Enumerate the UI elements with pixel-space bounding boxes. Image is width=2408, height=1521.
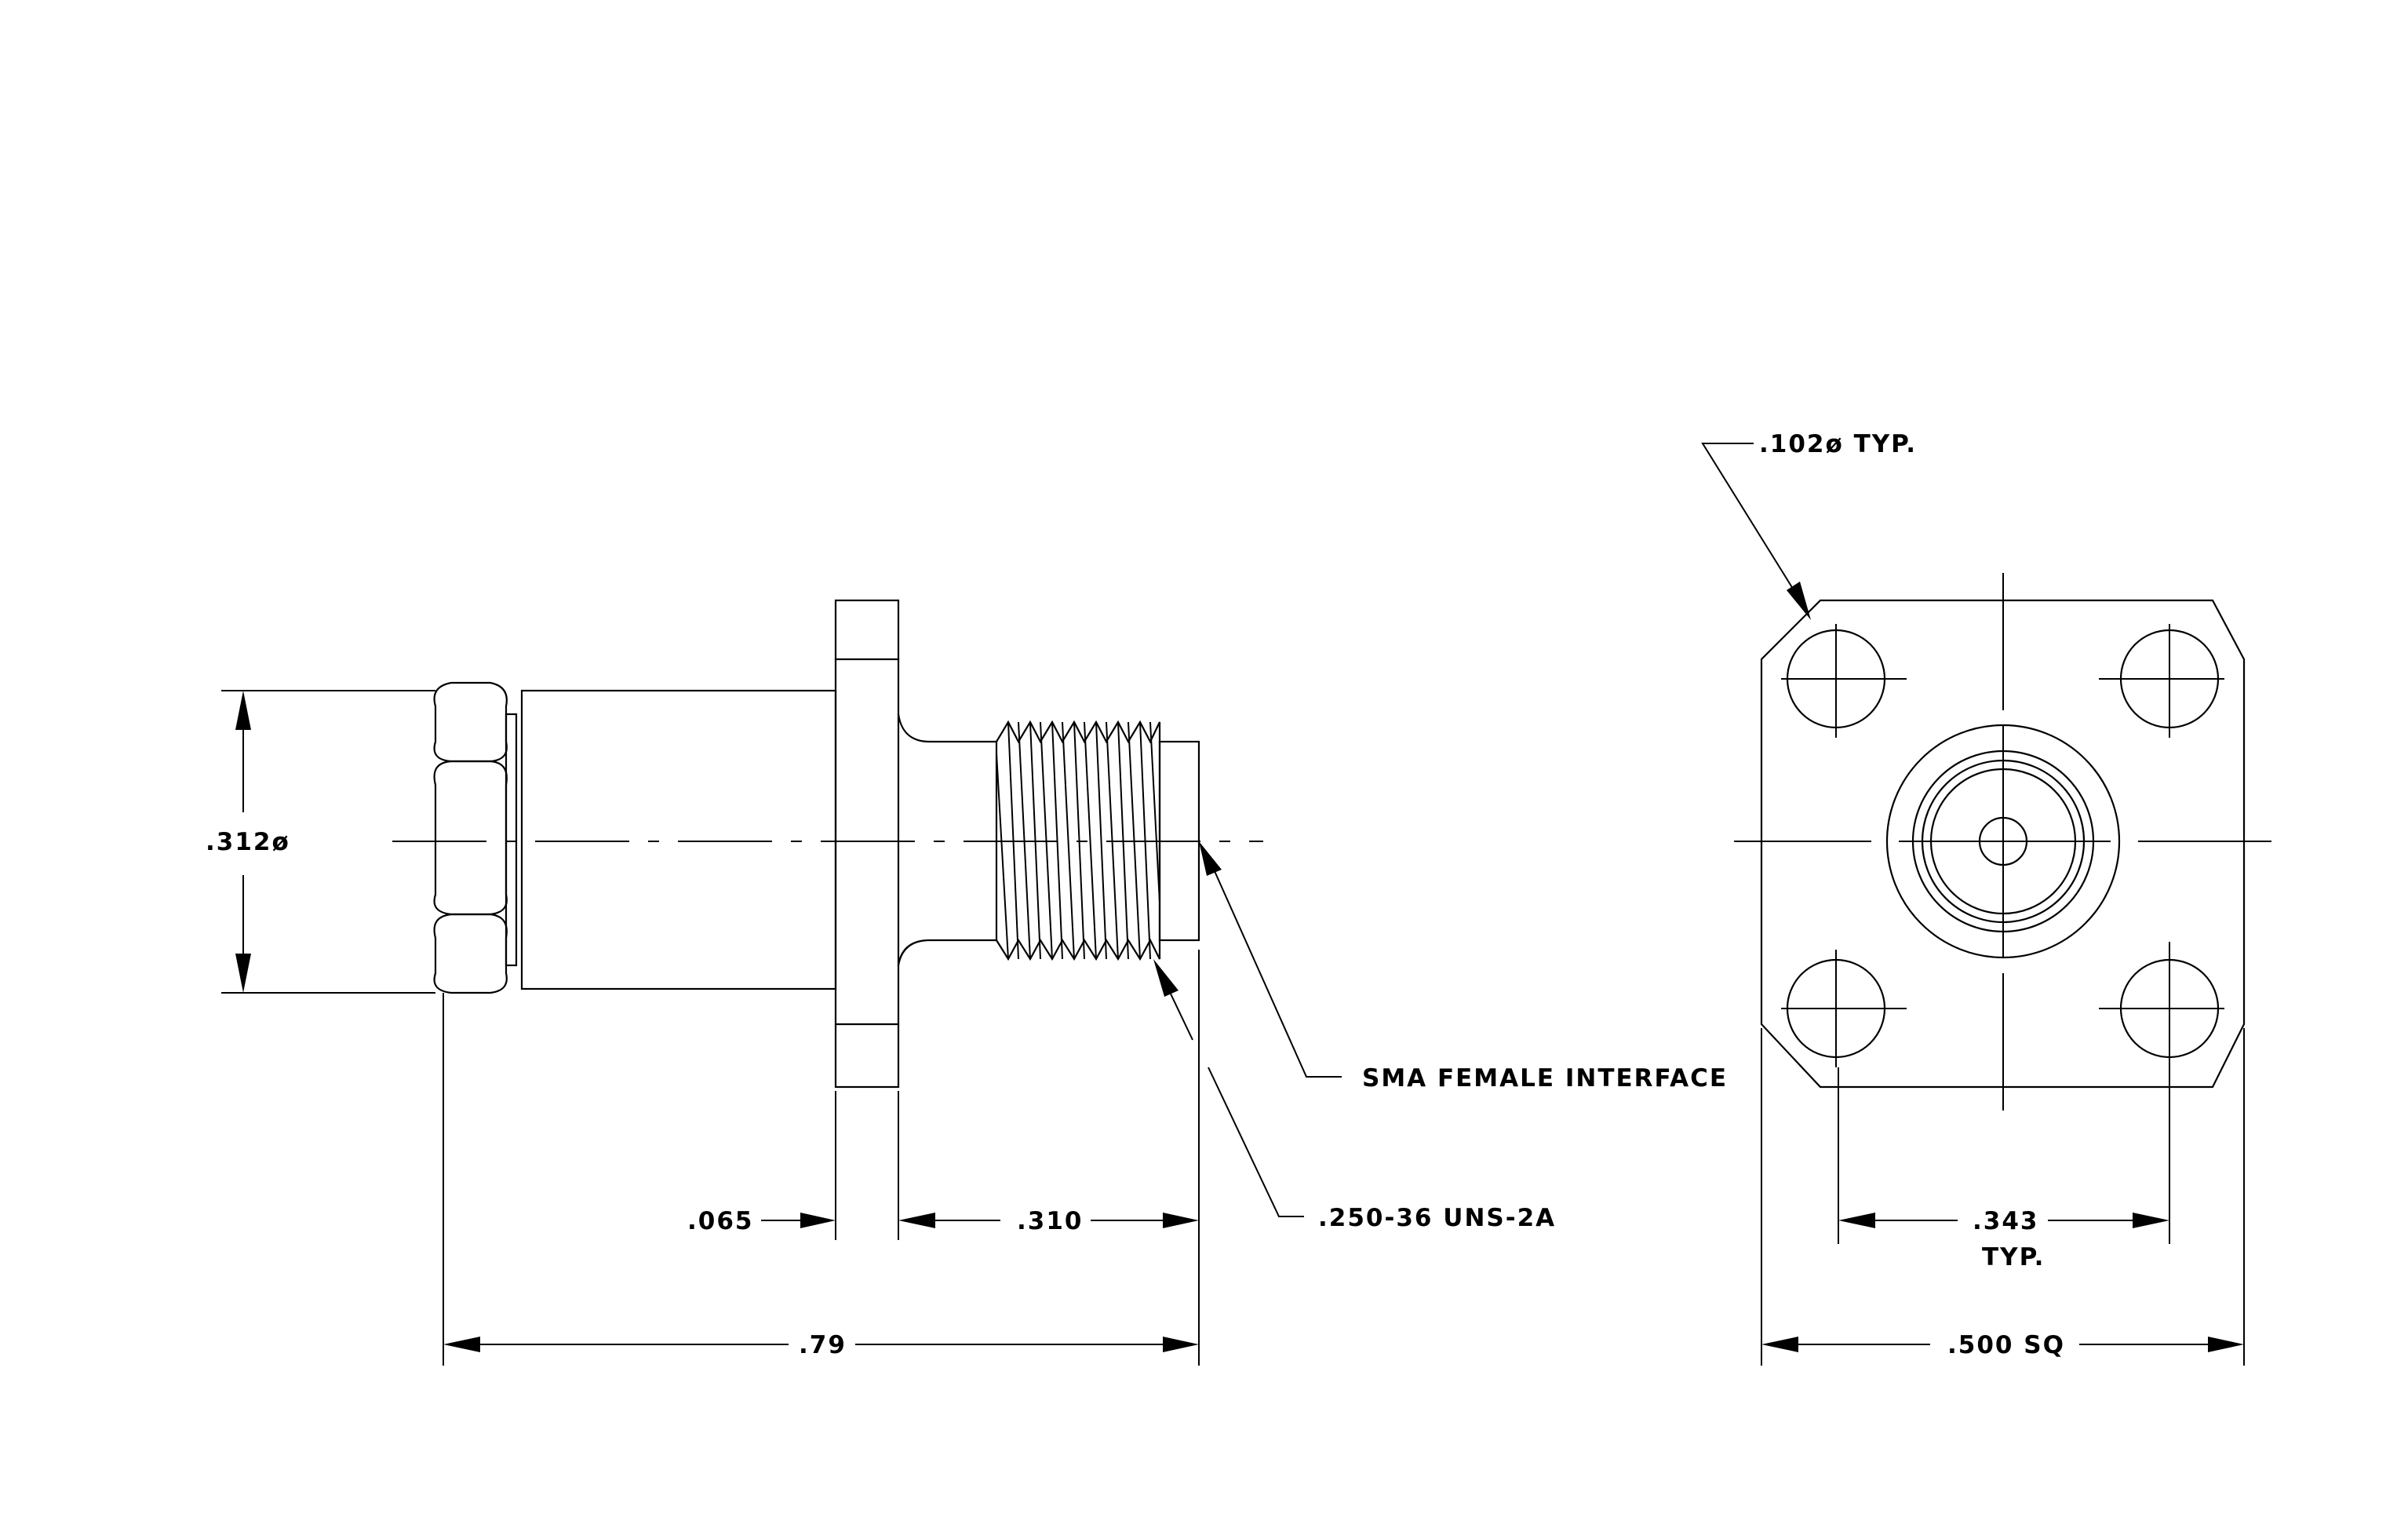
mounting-hole-top-left — [1781, 624, 1907, 738]
diameter-label: .312ø — [206, 828, 290, 856]
thread-callout: .250-36 UNS-2A — [1153, 959, 1556, 1232]
flange-thickness-label: .065 — [687, 1207, 754, 1235]
flange — [834, 599, 900, 1089]
end-view: .102ø TYP. .343 TYP. .500 SQ — [1701, 430, 2271, 1366]
hole-callout-label: .102ø TYP. — [1759, 430, 1917, 458]
mounting-hole-top-right — [2099, 624, 2224, 738]
interface-callout-label: SMA FEMALE INTERFACE — [1362, 1064, 1728, 1092]
square-size-label: .500 SQ — [1947, 1331, 2065, 1359]
side-view: .312ø .065 .310 .79 — [206, 599, 1728, 1366]
overall-length-label: .79 — [799, 1331, 847, 1359]
hole-spacing-dimension: .343 TYP. — [1838, 1207, 2169, 1271]
hole-callout: .102ø TYP. — [1701, 430, 1917, 620]
connector-neck — [897, 713, 998, 967]
hole-spacing-note: TYP. — [1982, 1243, 2045, 1271]
diameter-dimension: .312ø — [206, 690, 435, 994]
mounting-hole-bottom-right — [2099, 942, 2224, 1067]
thread-length-label: .310 — [1017, 1207, 1084, 1235]
hole-spacing-label: .343 — [1973, 1207, 2039, 1235]
connector-body — [520, 689, 837, 990]
flange-thickness-dimension: .065 — [687, 1207, 836, 1235]
overall-length-dimension: .79 — [443, 1331, 1199, 1359]
thread-length-dimension: .310 — [898, 1207, 1199, 1235]
square-flange-outline — [1760, 599, 2246, 1089]
mounting-hole-bottom-left — [1781, 950, 1907, 1067]
square-size-dimension: .500 SQ — [1761, 1331, 2244, 1359]
interface-callout: SMA FEMALE INTERFACE — [1199, 841, 1728, 1092]
thread-callout-label: .250-36 UNS-2A — [1318, 1204, 1556, 1232]
hex-nut — [433, 681, 518, 994]
